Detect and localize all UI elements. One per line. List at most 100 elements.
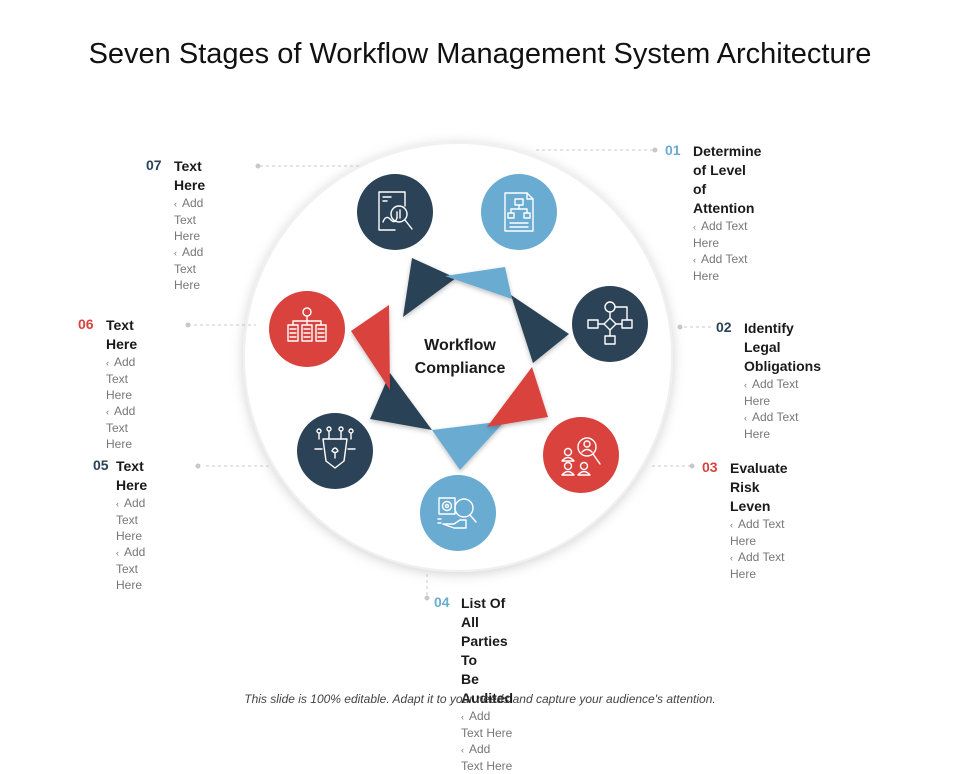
- stage-number: 05: [93, 457, 109, 473]
- stage-title-line: Determine of Level: [693, 143, 762, 178]
- connector-dot: [424, 595, 430, 601]
- stage-title-line: Obligations: [744, 358, 821, 374]
- connector-dot: [185, 322, 191, 328]
- stage-03-badge: [543, 417, 619, 493]
- stage-07-badge: [357, 174, 433, 250]
- flow-arrow-triangle: [445, 267, 512, 299]
- file-hierarchy-icon: [287, 307, 327, 342]
- bullet-icon: ‹: [174, 199, 177, 209]
- stage-detail: ‹Add Text Here: [744, 376, 821, 409]
- stage-title-line: Text Here: [174, 158, 206, 193]
- stage-detail-text: Add Text Here: [461, 709, 513, 740]
- flow-arrow-triangle: [511, 295, 569, 363]
- stage-detail: ‹Add Text Here: [116, 495, 147, 544]
- bullet-icon: ‹: [116, 499, 119, 509]
- stage-number: 06: [78, 316, 94, 332]
- stage-detail-text: Add Text Here: [730, 517, 785, 548]
- stage-icon-circle: [481, 174, 557, 250]
- flow-arrow-triangle: [370, 373, 432, 430]
- stage-title-line: List Of All Parties To: [461, 595, 508, 668]
- bullet-icon: ‹: [174, 248, 177, 258]
- bullet-icon: ‹: [693, 222, 696, 232]
- stage-detail: ‹Add Text Here: [693, 251, 761, 284]
- connector-dot: [677, 324, 683, 330]
- audit-inspection-icon: [437, 497, 477, 529]
- connector-dot: [195, 463, 201, 469]
- connector-dot: [652, 147, 658, 153]
- stage-icon-circle: [420, 475, 496, 551]
- stage-detail: ‹Add Text Here: [174, 195, 205, 244]
- center-label-line2: Compliance: [414, 360, 506, 377]
- workflow-diagram: [185, 142, 712, 601]
- people-search-icon: [561, 437, 601, 476]
- stage-06-badge: [269, 291, 345, 367]
- page-title: Seven Stages of Workflow Management Syst…: [88, 38, 872, 70]
- stage-detail-text: Add Text Here: [174, 196, 204, 243]
- stage-detail-text: Add Text Here: [116, 545, 146, 592]
- center-label: Workflow Compliance: [390, 334, 530, 380]
- stage-title-line: of Attention: [693, 181, 755, 216]
- stage-detail: ‹Add Text Here: [106, 403, 137, 452]
- flow-arrow-triangle: [351, 305, 390, 390]
- stage-05-badge: [297, 413, 373, 489]
- stage-detail: ‹Add Text Here: [174, 244, 205, 293]
- bullet-icon: ‹: [106, 358, 109, 368]
- stage-detail-text: Add Text Here: [693, 252, 748, 283]
- flow-arrow-triangle: [432, 421, 505, 470]
- stage-detail: ‹Add Text Here: [116, 544, 147, 593]
- bullet-icon: ‹: [730, 553, 733, 563]
- bullet-icon: ‹: [693, 255, 696, 265]
- stage-04-badge: [420, 475, 496, 551]
- stage-detail: ‹Add Text Here: [461, 741, 513, 774]
- stage-icons: [269, 174, 648, 551]
- footer-note: This slide is 100% editable. Adapt it to…: [244, 692, 716, 706]
- stage-title-line: Evaluate Risk Leven: [730, 460, 788, 514]
- connector-dot: [255, 163, 261, 169]
- stage-detail: ‹Add Text Here: [461, 708, 513, 741]
- stage-number: 02: [716, 319, 732, 335]
- stage-detail-text: Add Text Here: [106, 404, 136, 451]
- connector-lines: [185, 147, 712, 601]
- flow-arrow-triangle: [487, 367, 548, 427]
- stage-icon-circle: [297, 413, 373, 489]
- center-label-line1: Workflow: [424, 337, 496, 354]
- compliance-star: [351, 258, 569, 470]
- bullet-icon: ‹: [730, 520, 733, 530]
- stage-icon-circle: [572, 286, 648, 362]
- stage-02-badge: [572, 286, 648, 362]
- connector-dot: [689, 463, 695, 469]
- process-flowchart-icon: [587, 301, 633, 345]
- bullet-icon: ‹: [744, 413, 747, 423]
- stage-number: 03: [702, 459, 718, 475]
- stage-title-line: Text Here: [106, 317, 138, 352]
- bullet-icon: ‹: [744, 380, 747, 390]
- stage-number: 07: [146, 157, 162, 173]
- stage-detail-text: Add Text Here: [174, 245, 204, 292]
- stage-detail-text: Add Text Here: [693, 219, 748, 250]
- flow-arrow-triangle: [403, 258, 456, 317]
- stage-detail: ‹Add Text Here: [693, 218, 761, 251]
- stage-detail-text: Add Text Here: [461, 742, 513, 773]
- stage-title-line: Be Audited: [461, 671, 514, 706]
- stage-01-badge: [481, 174, 557, 250]
- stage-detail-text: Add Text Here: [730, 550, 785, 581]
- stage-title-line: Text Here: [116, 458, 148, 493]
- bullet-icon: ‹: [461, 745, 464, 755]
- stage-detail: ‹Add Text Here: [106, 354, 137, 403]
- bullet-icon: ‹: [116, 548, 119, 558]
- stage-detail: ‹Add Text Here: [730, 549, 788, 582]
- stage-number: 04: [434, 594, 450, 610]
- stage-number: 01: [665, 142, 681, 158]
- stage-detail-text: Add Text Here: [744, 377, 799, 408]
- bullet-icon: ‹: [106, 407, 109, 417]
- stage-detail-text: Add Text Here: [116, 496, 146, 543]
- document-flowchart-icon: [504, 192, 534, 232]
- network-shield-icon: [314, 426, 356, 469]
- stage-icon-circle: [543, 417, 619, 493]
- stage-icon-circle: [357, 174, 433, 250]
- stage-detail: ‹Add Text Here: [730, 516, 788, 549]
- bullet-icon: ‹: [461, 712, 464, 722]
- stage-detail: ‹Add Text Here: [744, 409, 821, 442]
- stage-detail-text: Add Text Here: [106, 355, 136, 402]
- stage-detail-text: Add Text Here: [744, 410, 799, 441]
